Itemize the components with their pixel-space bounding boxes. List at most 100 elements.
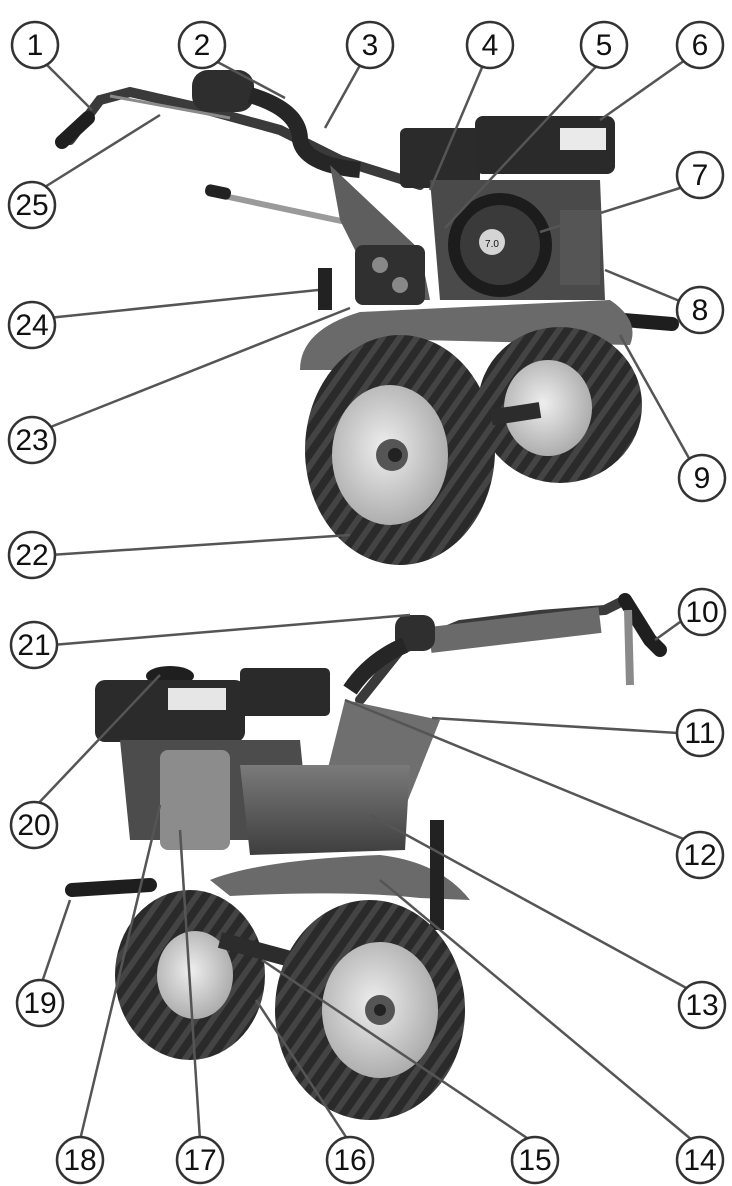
callout-2: 2: [177, 20, 227, 70]
callout-number: 17: [183, 1144, 216, 1177]
callout-number: 4: [482, 29, 499, 62]
bottom-air-intake: [395, 615, 435, 651]
callout-number: 24: [15, 309, 48, 342]
callout-10: 10: [677, 587, 727, 637]
callout-11: 11: [675, 708, 725, 758]
callout-6: 6: [675, 20, 725, 70]
callout-9: 9: [677, 453, 727, 503]
bottom-fender: [210, 855, 470, 900]
top-gearbox-bolt: [372, 257, 388, 273]
leader-20: [33, 674, 161, 809]
callout-circle: [7, 300, 57, 350]
callout-circle: [677, 453, 727, 503]
leader-23: [47, 306, 351, 430]
top-engine-side: [560, 210, 600, 285]
callout-3: 3: [345, 20, 395, 70]
callout-circle: [7, 415, 57, 465]
bottom-machine: [65, 593, 667, 1120]
leader-16: [254, 999, 350, 1141]
callout-circle: [10, 20, 60, 70]
callout-circle: [9, 620, 59, 670]
callout-4: 4: [465, 20, 515, 70]
leader-17: [178, 829, 202, 1141]
callout-number: 1: [27, 29, 44, 62]
callout-number: 11: [684, 717, 715, 750]
callout-13: 13: [677, 980, 727, 1030]
callout-17: 17: [175, 1135, 225, 1185]
bottom-near-hub-center: [374, 1004, 386, 1016]
leader-21: [51, 613, 411, 647]
callout-18: 18: [55, 1135, 105, 1185]
callout-circle: [675, 285, 725, 335]
callout-number: 21: [17, 629, 50, 662]
callout-number: 10: [685, 596, 718, 629]
callout-number: 19: [23, 987, 56, 1020]
leader-13: [369, 813, 691, 992]
leader-9: [618, 334, 692, 461]
leader-2: [209, 56, 286, 100]
callout-number: 18: [63, 1144, 96, 1177]
top-gearbox-bolt: [392, 277, 408, 293]
top-near-hub-center: [388, 448, 402, 462]
callout-20: 20: [9, 800, 59, 850]
leader-24: [47, 288, 319, 320]
leader-12: [344, 698, 687, 842]
top-hitch-bracket: [318, 268, 332, 310]
bottom-crankcase: [160, 750, 230, 850]
leader-4: [428, 57, 488, 191]
leader-8: [604, 268, 683, 304]
top-gear-knob: [204, 184, 232, 200]
callout-circle: [675, 830, 725, 880]
leader-7: [539, 186, 681, 234]
callout-14: 14: [675, 1135, 725, 1185]
callout-circle: [579, 20, 629, 70]
callout-number: 9: [694, 462, 711, 495]
callout-circle: [325, 1135, 375, 1185]
callout-circle: [175, 1135, 225, 1185]
top-engine-badge: [479, 229, 505, 255]
callout-number: 22: [15, 539, 48, 572]
bottom-handle-bar-plate: [428, 607, 602, 653]
leader-3: [323, 57, 366, 129]
callout-circle: [9, 800, 59, 850]
bottom-clutch-lever: [624, 609, 634, 686]
bottom-hitch-bracket: [430, 820, 444, 930]
top-air-filter-box: [400, 128, 480, 188]
top-air-intake: [192, 70, 254, 112]
callout-number: 14: [683, 1144, 716, 1177]
callout-circle: [465, 20, 515, 70]
leader-5: [444, 57, 605, 229]
top-intake-hose: [247, 87, 361, 178]
callout-7: 7: [675, 150, 725, 200]
callout-circle: [55, 1135, 105, 1185]
top-machine: 7.0: [55, 70, 679, 565]
top-gear-lever: [207, 190, 363, 228]
callout-23: 23: [7, 415, 57, 465]
leader-19: [38, 899, 72, 989]
bottom-muffler-guard: [240, 668, 330, 716]
callout-circle: [7, 180, 57, 230]
callout-22: 22: [7, 530, 57, 580]
leader-18: [78, 804, 162, 1141]
callout-number: 7: [692, 159, 709, 192]
top-tank-label: [560, 128, 606, 150]
leader-25: [39, 113, 161, 192]
callout-circle: [7, 530, 57, 580]
callout-number: 3: [362, 29, 379, 62]
top-far-rim: [504, 360, 592, 456]
callout-circle: [675, 20, 725, 70]
callout-circle: [15, 978, 65, 1028]
leader-6: [599, 56, 689, 122]
callout-21: 21: [9, 620, 59, 670]
top-gearbox: [355, 245, 425, 305]
callout-25: 25: [7, 180, 57, 230]
callout-number: 16: [333, 1144, 366, 1177]
callout-number: 15: [518, 1144, 551, 1177]
callout-8: 8: [675, 285, 725, 335]
leader-14: [379, 879, 693, 1141]
bottom-right-grip: [618, 593, 667, 657]
callout-number: 20: [17, 809, 50, 842]
callout-number: 8: [692, 294, 709, 327]
